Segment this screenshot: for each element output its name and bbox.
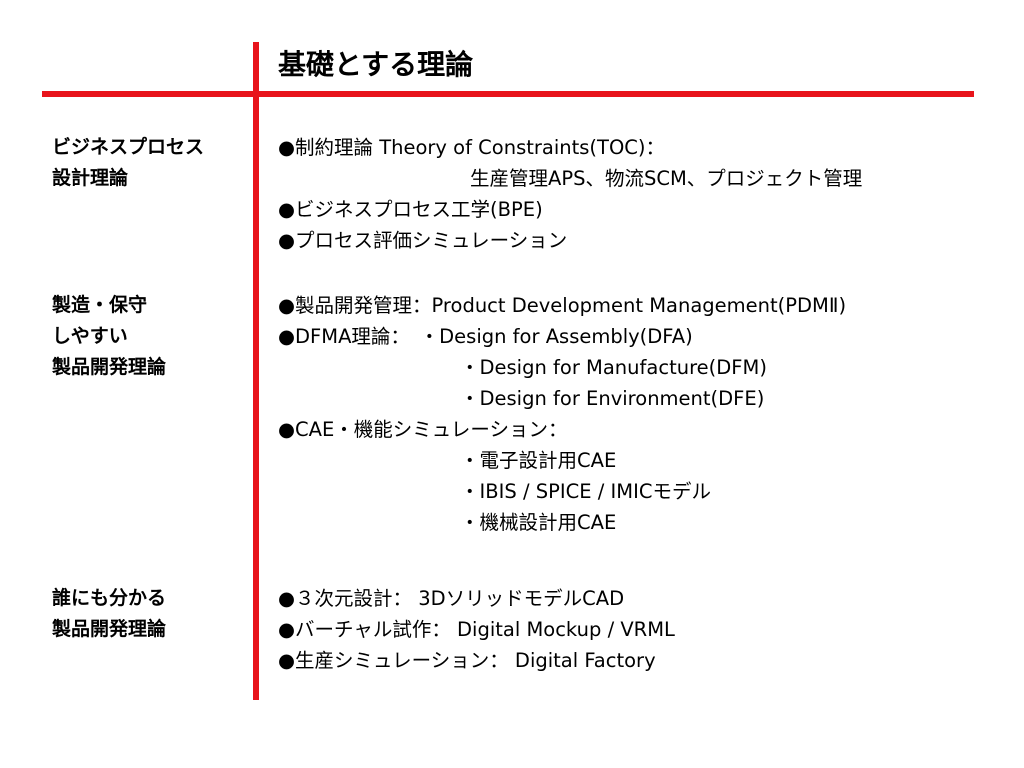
list-item: ・電子設計用CAE [460, 449, 617, 472]
section-label-understandable: 誰にも分かる 製品開発理論 [52, 583, 166, 645]
list-item: 生産管理APS、物流SCM、プロジェクト管理 [470, 167, 863, 190]
list-item: ・Design for Environment(DFE) [460, 387, 765, 410]
section-label-line: ビジネスプロセス [52, 136, 205, 158]
section-label-manufacturing: 製造・保守 しやすい 製品開発理論 [52, 290, 166, 383]
list-item: ・IBIS / SPICE / IMICモデル [460, 480, 711, 503]
list-item: ●３次元設計： 3DソリッドモデルCAD [278, 587, 625, 610]
page-title: 基礎とする理論 [278, 48, 474, 81]
list-item: ●プロセス評価シミュレーション [278, 229, 568, 252]
section-label-line: 設計理論 [52, 167, 129, 189]
horizontal-divider [42, 91, 974, 97]
list-item: ・Design for Manufacture(DFM) [460, 356, 767, 379]
list-item: ●CAE・機能シミュレーション： [278, 418, 568, 441]
list-item: ●制約理論 Theory of Constraints(TOC)： [278, 136, 666, 159]
section-label-business-process: ビジネスプロセス 設計理論 [52, 132, 204, 194]
list-item: ・機械設計用CAE [460, 511, 617, 534]
section-label-line: 製品開発理論 [52, 618, 167, 640]
section-body-business-process: ●制約理論 Theory of Constraints(TOC)： 生産管理AP… [278, 132, 862, 256]
list-item: ●ビジネスプロセス工学(BPE) [278, 198, 543, 221]
list-item: ●生産シミュレーション： Digital Factory [278, 649, 656, 672]
section-label-line: しやすい [52, 325, 128, 347]
section-label-line: 誰にも分かる [52, 587, 167, 609]
section-body-manufacturing: ●製品開発管理：Product Development Management(P… [278, 290, 846, 538]
list-item: ●DFMA理論： ・Design for Assembly(DFA) [278, 325, 693, 348]
section-label-line: 製造・保守 [52, 294, 148, 316]
section-label-line: 製品開発理論 [52, 356, 167, 378]
list-item: ●製品開発管理：Product Development Management(P… [278, 294, 847, 317]
vertical-divider [253, 42, 259, 700]
list-item: ●バーチャル試作： Digital Mockup / VRML [278, 618, 675, 641]
section-body-understandable: ●３次元設計： 3DソリッドモデルCAD ●バーチャル試作： Digital M… [278, 583, 675, 676]
